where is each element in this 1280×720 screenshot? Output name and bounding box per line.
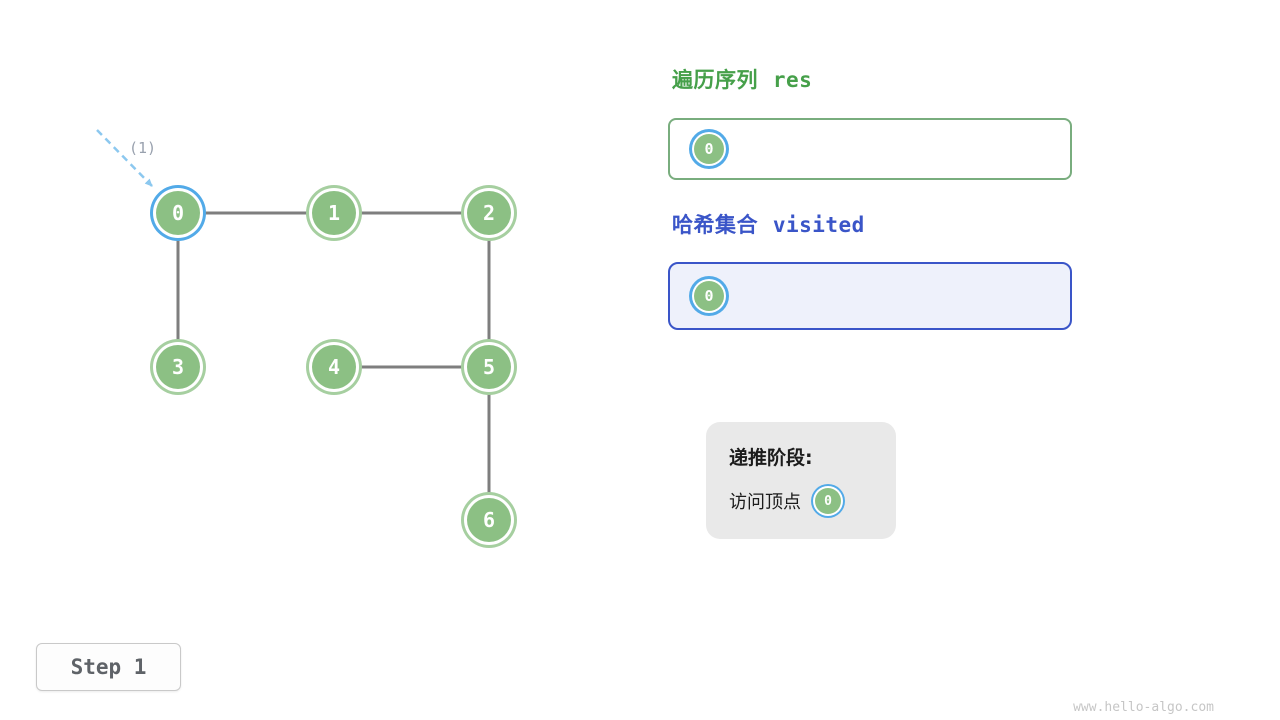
arrow-step-label: (1) [129,139,156,157]
graph-node-1: 1 [312,191,356,235]
action-label: 访问顶点 [729,492,801,513]
res-title-code: res [772,68,813,92]
graph-node-6: 6 [467,498,511,542]
res-title: 遍历序列 res [672,64,812,94]
graph-edges [176,211,491,520]
watermark: www.hello-algo.com [1073,700,1214,715]
visited-title: 哈希集合 visited [672,209,865,239]
visited-set-box: 0 [668,262,1072,330]
status-node-chip: 0 [815,488,841,514]
visited-title-code: visited [772,213,865,237]
res-title-cn: 遍历序列 [672,68,758,92]
res-sequence-box: 0 [668,118,1072,180]
graph-node-2: 2 [467,191,511,235]
graph-node-5: 5 [467,345,511,389]
graph-node-0: 0 [156,191,200,235]
graph-node-4: 4 [312,345,356,389]
step-indicator: Step 1 [36,643,181,691]
graph-node-3: 3 [156,345,200,389]
phase-title: 递推阶段: [729,447,813,469]
res-item-0: 0 [694,134,724,164]
status-card: 递推阶段: 访问顶点 0 [706,422,896,539]
status-row: 访问顶点 0 [729,488,873,514]
step-label: Step 1 [70,655,147,679]
dfs-entry-arrow [96,129,153,187]
visited-title-cn: 哈希集合 [672,213,758,237]
visited-item-0: 0 [694,281,724,311]
